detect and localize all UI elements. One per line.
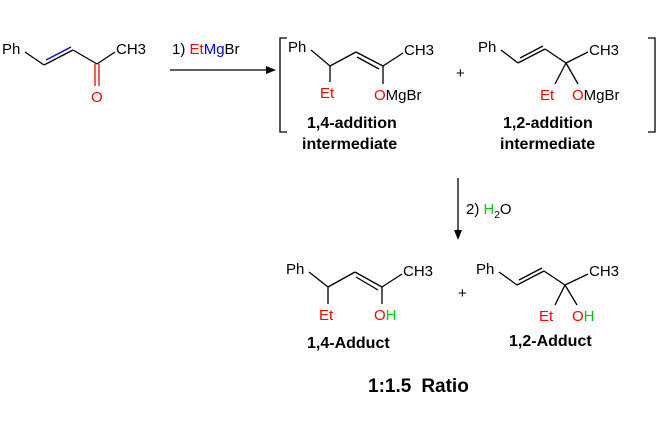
prod12-ph-label: Ph bbox=[476, 261, 494, 278]
reactant-bond bbox=[24, 51, 45, 66]
step1-reagent: 1) EtMgBr bbox=[172, 41, 240, 58]
prod14-ch3-label: CH3 bbox=[403, 263, 433, 280]
int12-oxygen-bond bbox=[565, 62, 579, 85]
reactant-ch3-label: CH3 bbox=[116, 41, 146, 58]
right-bracket bbox=[648, 37, 656, 133]
prod14-oh-label: OH bbox=[374, 307, 397, 324]
prod12-label: 1,2-Adduct bbox=[509, 333, 592, 350]
reactant-bond bbox=[72, 49, 98, 65]
prod12-bond bbox=[498, 271, 518, 286]
step1-arrow-head bbox=[266, 66, 276, 74]
int14-bond bbox=[382, 52, 404, 67]
int12-label-line2: intermediate bbox=[500, 136, 595, 153]
int14-double-bond bbox=[355, 51, 384, 67]
prod14-bond bbox=[327, 271, 356, 288]
reactant-ph-label: Ph bbox=[2, 41, 20, 58]
prod12-bond bbox=[543, 270, 566, 286]
int12-ph-label: Ph bbox=[478, 39, 496, 56]
int14-omgbr-label: OMgBr bbox=[374, 87, 422, 104]
reactant-molecule: Ph CH3 O bbox=[2, 41, 146, 106]
step2-reagent: 2) H2O bbox=[466, 201, 512, 221]
int14-ch3-label: CH3 bbox=[404, 42, 434, 59]
intermediate-12-molecule: Ph CH3 Et OMgBr bbox=[478, 39, 620, 104]
int12-ch3-label: CH3 bbox=[589, 42, 619, 59]
prod14-ph-label: Ph bbox=[286, 261, 304, 278]
int12-label-line1: 1,2-addition bbox=[503, 115, 593, 132]
plus-sign-products: + bbox=[458, 285, 467, 302]
int12-bond bbox=[565, 51, 589, 64]
int14-bond bbox=[310, 49, 331, 67]
int12-ethyl-bond bbox=[554, 62, 567, 85]
prod12-oh-label: OH bbox=[572, 308, 595, 325]
prod12-ethyl-bond bbox=[554, 284, 566, 306]
prod12-double-bond bbox=[516, 270, 545, 286]
prod14-label: 1,4-Adduct bbox=[307, 335, 390, 352]
left-bracket bbox=[279, 37, 287, 133]
int12-double-bond bbox=[517, 48, 546, 64]
prod14-bond bbox=[308, 271, 329, 288]
step2-arrow-group: 2) H2O bbox=[454, 178, 512, 240]
intermediate-14-molecule: Ph Et CH3 OMgBr bbox=[288, 39, 434, 104]
int12-omgbr-label: OMgBr bbox=[572, 87, 620, 104]
prod12-oxygen-bond bbox=[564, 284, 578, 306]
int14-double-bond-second bbox=[356, 56, 380, 70]
int14-label-line2: intermediate bbox=[302, 136, 397, 153]
reactant-double-bond-second bbox=[45, 46, 72, 61]
int14-et-label: Et bbox=[320, 85, 335, 102]
prod12-double-bond-second bbox=[518, 267, 543, 281]
int12-et-label: Et bbox=[540, 87, 555, 104]
int12-bond bbox=[544, 48, 567, 64]
prod14-double-bond-second bbox=[355, 276, 379, 291]
prod12-ch3-label: CH3 bbox=[589, 263, 619, 280]
prod14-bond bbox=[381, 273, 403, 288]
reactant-double-bond bbox=[43, 49, 74, 66]
prod12-et-label: Et bbox=[539, 308, 554, 325]
int12-bond bbox=[500, 49, 519, 64]
prod12-bond bbox=[564, 273, 589, 286]
step1-arrow-group: 1) EtMgBr bbox=[170, 41, 276, 74]
reactant-bond bbox=[96, 51, 116, 65]
int14-bond bbox=[329, 51, 357, 67]
int12-double-bond-second bbox=[519, 45, 544, 59]
int14-label-line1: 1,4-addition bbox=[307, 115, 397, 132]
product-14-molecule: Ph Et CH3 OH bbox=[286, 261, 433, 324]
product-12-molecule: Ph CH3 Et OH bbox=[476, 261, 619, 325]
prod14-double-bond bbox=[354, 271, 383, 288]
int14-ph-label: Ph bbox=[288, 39, 306, 56]
reactant-oxygen-label: O bbox=[91, 89, 103, 106]
plus-sign-intermediates: + bbox=[456, 65, 465, 82]
prod14-et-label: Et bbox=[319, 307, 334, 324]
step2-arrow-head bbox=[454, 230, 462, 240]
